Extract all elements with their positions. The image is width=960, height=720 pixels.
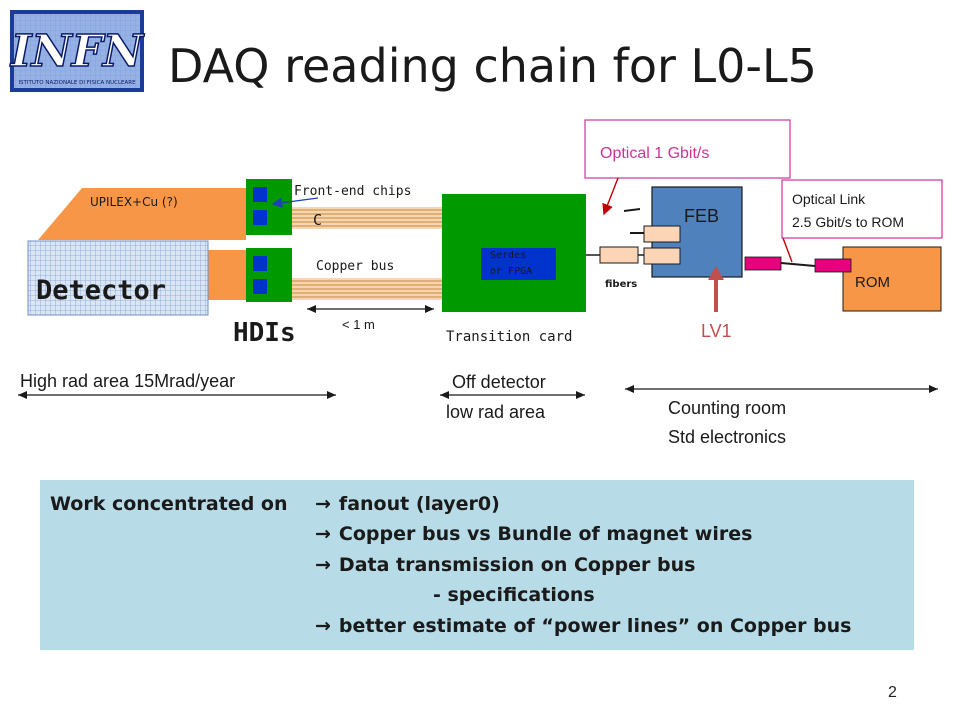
frontend-chip — [253, 279, 267, 294]
optical-1g-callout — [584, 119, 791, 179]
copper-bus-upper — [292, 207, 442, 229]
arrow-right-icon: → — [315, 523, 331, 545]
serdes-chip — [481, 248, 556, 280]
hdis-label: HDIs — [233, 318, 296, 348]
work-item: → Copper bus vs Bundle of magnet wires — [315, 523, 752, 545]
lower-strip — [208, 250, 246, 300]
detector-label: Detector — [36, 275, 166, 306]
high-rad-arrow-right — [327, 391, 336, 399]
work-lead: Work concentrated on — [50, 493, 288, 515]
page-number: 2 — [888, 684, 897, 701]
rom-label: ROM — [855, 274, 890, 291]
fiber-stub — [623, 208, 641, 212]
fibers-label: fibers — [605, 279, 637, 290]
off-detector-arrow-left — [440, 391, 449, 399]
work-item-text: - specifications — [433, 584, 595, 606]
page-title: DAQ reading chain for L0-L5 — [168, 39, 817, 93]
distance-label: < 1 m — [342, 317, 375, 332]
detector — [27, 240, 209, 316]
frontend-chip — [253, 210, 267, 225]
c-label: C — [313, 211, 322, 229]
distance-arrow-left — [307, 305, 316, 313]
lv1-label: LV1 — [701, 321, 732, 341]
optical-link-fiber — [780, 262, 816, 267]
work-item: - specifications — [433, 584, 595, 606]
distance-arrow-right — [425, 305, 434, 313]
logo-text: INFN — [9, 26, 145, 77]
serdes-label-1: Serdes — [490, 250, 526, 261]
counting-label-1: Counting room — [668, 398, 786, 418]
work-item: → fanout (layer0) — [315, 493, 500, 515]
frontend-chip — [253, 256, 267, 271]
work-item-text: better estimate of “power lines” on Copp… — [338, 615, 852, 637]
arrow-right-icon: → — [315, 493, 331, 515]
counting-arrow-right — [929, 385, 938, 393]
feb-label: FEB — [684, 206, 719, 226]
optical-1g-pointer — [602, 177, 619, 216]
work-item-text: fanout (layer0) — [338, 493, 500, 515]
upilex-strip — [38, 188, 246, 240]
frontend-chip — [253, 187, 267, 202]
upilex-label: UPILEX+Cu (?) — [90, 195, 178, 209]
optical-1g-label: Optical 1 Gbit/s — [600, 145, 709, 162]
work-item: → Data transmission on Copper bus — [315, 554, 695, 576]
high-rad-label: High rad area 15Mrad/year — [20, 371, 235, 391]
logo-subtext: ISTITUTO NAZIONALE DI FISICA NUCLEARE — [18, 80, 136, 86]
off-detector-label-2: low rad area — [446, 402, 546, 422]
optical-link-label-1: Optical Link — [792, 191, 866, 207]
optical-link-pointer — [782, 237, 793, 263]
off-detector-arrow-right — [576, 391, 585, 399]
feb-connector — [643, 247, 681, 265]
fiber-connector-tc — [599, 246, 639, 264]
work-summary-box: Work concentrated on → fanout (layer0) → C… — [40, 480, 914, 650]
work-item: → better estimate of “power lines” on Cop… — [315, 615, 852, 637]
serdes-label-2: or FPGA — [490, 266, 532, 277]
rom-connector — [814, 258, 852, 273]
transition-card-label: Transition card — [446, 329, 572, 345]
copper-bus-label: Copper bus — [316, 259, 394, 274]
optical-link-label-2: 2.5 Gbit/s to ROM — [792, 214, 904, 230]
work-item-text: Data transmission on Copper bus — [338, 554, 696, 576]
off-detector-label-1: Off detector — [452, 372, 546, 392]
infn-logo-icon: INFN ISTITUTO NAZIONALE DI FISICA NUCLEA… — [8, 10, 146, 92]
high-rad-arrow-left — [18, 391, 27, 399]
optical-link-connector — [744, 256, 782, 271]
lv1-arrow-head — [708, 266, 724, 280]
counting-arrow-left — [625, 385, 634, 393]
rom-board — [842, 246, 942, 312]
copper-bus-lower — [292, 278, 442, 300]
hdi-lower — [246, 248, 292, 302]
optical-link-callout — [781, 179, 943, 239]
counting-label-2: Std electronics — [668, 427, 786, 447]
hdi-upper — [246, 179, 292, 235]
frontend-label: Front-end chips — [294, 184, 411, 199]
arrow-right-icon: → — [315, 615, 331, 637]
frontend-pointer — [271, 197, 319, 208]
work-item-text: Copper bus vs Bundle of magnet wires — [338, 523, 753, 545]
feb-connector — [643, 225, 681, 243]
arrow-right-icon: → — [315, 554, 331, 576]
